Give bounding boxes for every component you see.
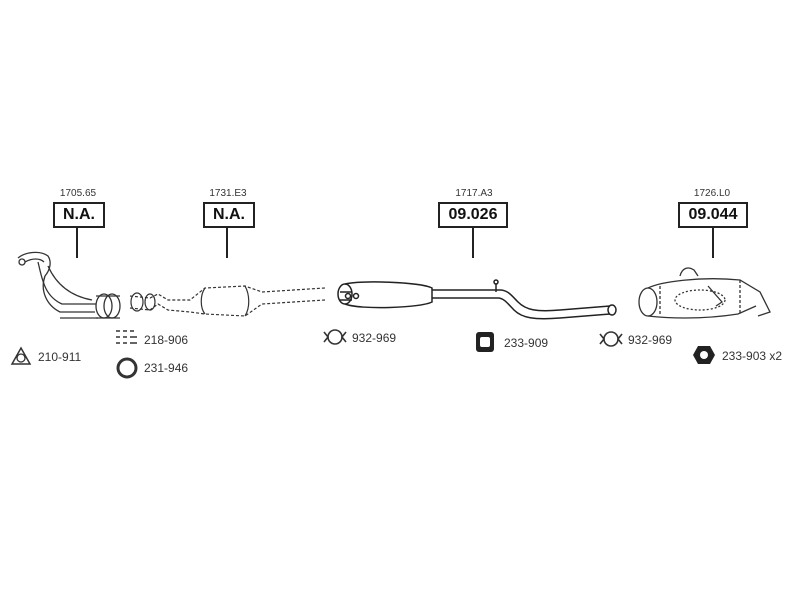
ring-gasket-icon [116, 357, 138, 379]
section-code-box-1[interactable]: N.A. [53, 202, 105, 228]
accessory-label-233-909[interactable]: 233-909 [504, 336, 549, 350]
catalytic-converter-part[interactable] [129, 285, 326, 317]
clamp-icon [323, 329, 347, 345]
section-code-box-3[interactable]: 09.026 [438, 202, 508, 228]
rubber-mount-icon [476, 332, 494, 352]
section-connector-3 [472, 228, 474, 258]
bolt-set-icon [116, 330, 137, 344]
section-code-box-2[interactable]: N.A. [203, 202, 255, 228]
accessory-label-932-969-b[interactable]: 932-969 [628, 333, 673, 347]
gasket-triangle-icon [10, 346, 32, 365]
section-code-box-4[interactable]: 09.044 [678, 202, 748, 228]
section-ref-2: 1731.E3 [209, 188, 247, 199]
middle-silencer-part[interactable] [337, 279, 617, 320]
accessory-label-218-906[interactable]: 218-906 [144, 333, 189, 347]
accessory-label-231-946[interactable]: 231-946 [144, 361, 189, 375]
section-ref-1: 1705.65 [59, 188, 97, 199]
accessory-label-233-903[interactable]: 233-903 x2 [722, 349, 783, 363]
front-pipe-part[interactable] [17, 251, 121, 319]
clamp-icon [599, 331, 623, 347]
section-ref-3: 1717.A3 [455, 188, 493, 199]
section-connector-4 [712, 228, 714, 258]
section-ref-4: 1726.L0 [693, 188, 731, 199]
rear-silencer-part[interactable] [638, 267, 771, 319]
section-connector-2 [226, 228, 228, 258]
section-connector-1 [76, 228, 78, 258]
accessory-label-932-969-a[interactable]: 932-969 [352, 331, 397, 345]
accessory-label-210-911[interactable]: 210-911 [38, 350, 82, 364]
hex-nut-icon [693, 346, 715, 364]
